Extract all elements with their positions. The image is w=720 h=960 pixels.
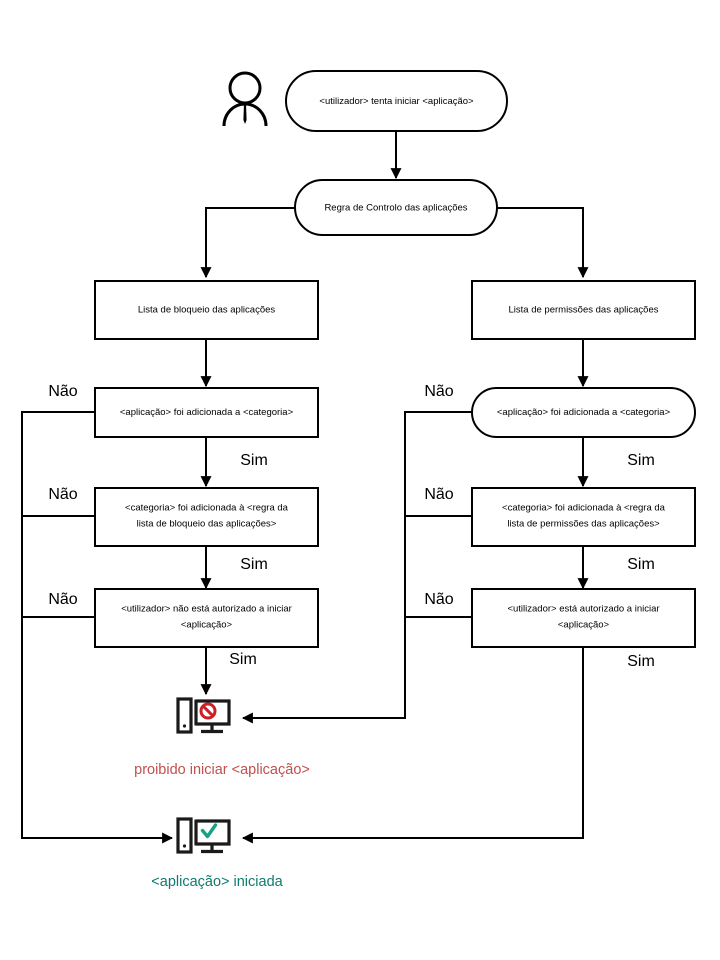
label-deny-category-yes: Sim bbox=[240, 452, 268, 469]
node-start: <utilizador> tenta iniciar <aplicação> bbox=[285, 70, 508, 132]
node-allow-list-label: Lista de permissões das aplicações bbox=[509, 305, 659, 316]
node-deny-rule-line2: lista de bloqueio das aplicações> bbox=[137, 519, 277, 530]
node-deny-rule: <categoria> foi adicionada à <regra da l… bbox=[94, 487, 319, 547]
node-deny-rule-line1: <categoria> foi adicionada à <regra da bbox=[125, 503, 289, 514]
node-deny-list: Lista de bloqueio das aplicações bbox=[94, 280, 319, 340]
computer-blocked-icon bbox=[176, 697, 231, 734]
node-allow-list: Lista de permissões das aplicações bbox=[471, 280, 696, 340]
label-deny-user-no: Não bbox=[48, 591, 77, 608]
label-deny-rule-no: Não bbox=[48, 486, 77, 503]
label-deny-rule-yes: Sim bbox=[240, 556, 268, 573]
label-allow-rule-yes: Sim bbox=[627, 556, 655, 573]
label-allow-category-no: Não bbox=[424, 383, 453, 400]
node-deny-category: <aplicação> foi adicionada a <categoria> bbox=[94, 387, 319, 438]
node-allow-user: <utilizador> está autorizado a iniciar <… bbox=[471, 588, 696, 648]
label-allow-category-yes: Sim bbox=[627, 452, 655, 469]
node-allow-category: <aplicação> foi adicionada a <categoria> bbox=[471, 387, 696, 438]
label-deny-category-no: Não bbox=[48, 383, 77, 400]
edge-allowuser-yes-to-started bbox=[241, 647, 584, 844]
node-allow-category-label: <aplicação> foi adicionada a <categoria> bbox=[497, 407, 671, 418]
outcome-started-caption: <aplicação> iniciada bbox=[151, 874, 283, 890]
node-allow-rule: <categoria> foi adicionada à <regra da l… bbox=[471, 487, 696, 547]
edge-allowcat-no-to-blocked bbox=[241, 411, 472, 724]
computer-allowed-icon bbox=[176, 817, 231, 854]
node-deny-user: <utilizador> não está autorizado a inici… bbox=[94, 588, 319, 648]
edge-rule-to-denylist bbox=[200, 207, 296, 279]
label-allow-user-yes: Sim bbox=[627, 653, 655, 670]
node-rule: Regra de Controlo das aplicações bbox=[294, 179, 498, 236]
node-deny-list-label: Lista de bloqueio das aplicações bbox=[138, 305, 276, 316]
label-allow-rule-no: Não bbox=[424, 486, 453, 503]
person-icon bbox=[222, 71, 268, 127]
node-allow-user-line2: <aplicação> bbox=[558, 620, 610, 631]
outcome-blocked-caption: proibido iniciar <aplicação> bbox=[134, 762, 310, 778]
edge-rule-to-allowlist bbox=[497, 207, 589, 279]
edge-denycat-no-to-started bbox=[21, 411, 174, 844]
node-deny-category-label: <aplicação> foi adicionada a <categoria> bbox=[120, 407, 294, 418]
node-deny-user-line2: <aplicação> bbox=[181, 620, 233, 631]
label-deny-user-yes: Sim bbox=[229, 651, 257, 668]
node-allow-rule-line2: lista de permissões das aplicações> bbox=[507, 519, 660, 530]
label-allow-user-no: Não bbox=[424, 591, 453, 608]
node-allow-rule-line1: <categoria> foi adicionada à <regra da bbox=[502, 503, 666, 514]
node-deny-user-line1: <utilizador> não está autorizado a inici… bbox=[121, 604, 292, 615]
node-rule-label: Regra de Controlo das aplicações bbox=[324, 203, 467, 214]
node-allow-user-line1: <utilizador> está autorizado a iniciar bbox=[507, 604, 659, 615]
node-start-label: <utilizador> tenta iniciar <aplicação> bbox=[319, 96, 474, 107]
